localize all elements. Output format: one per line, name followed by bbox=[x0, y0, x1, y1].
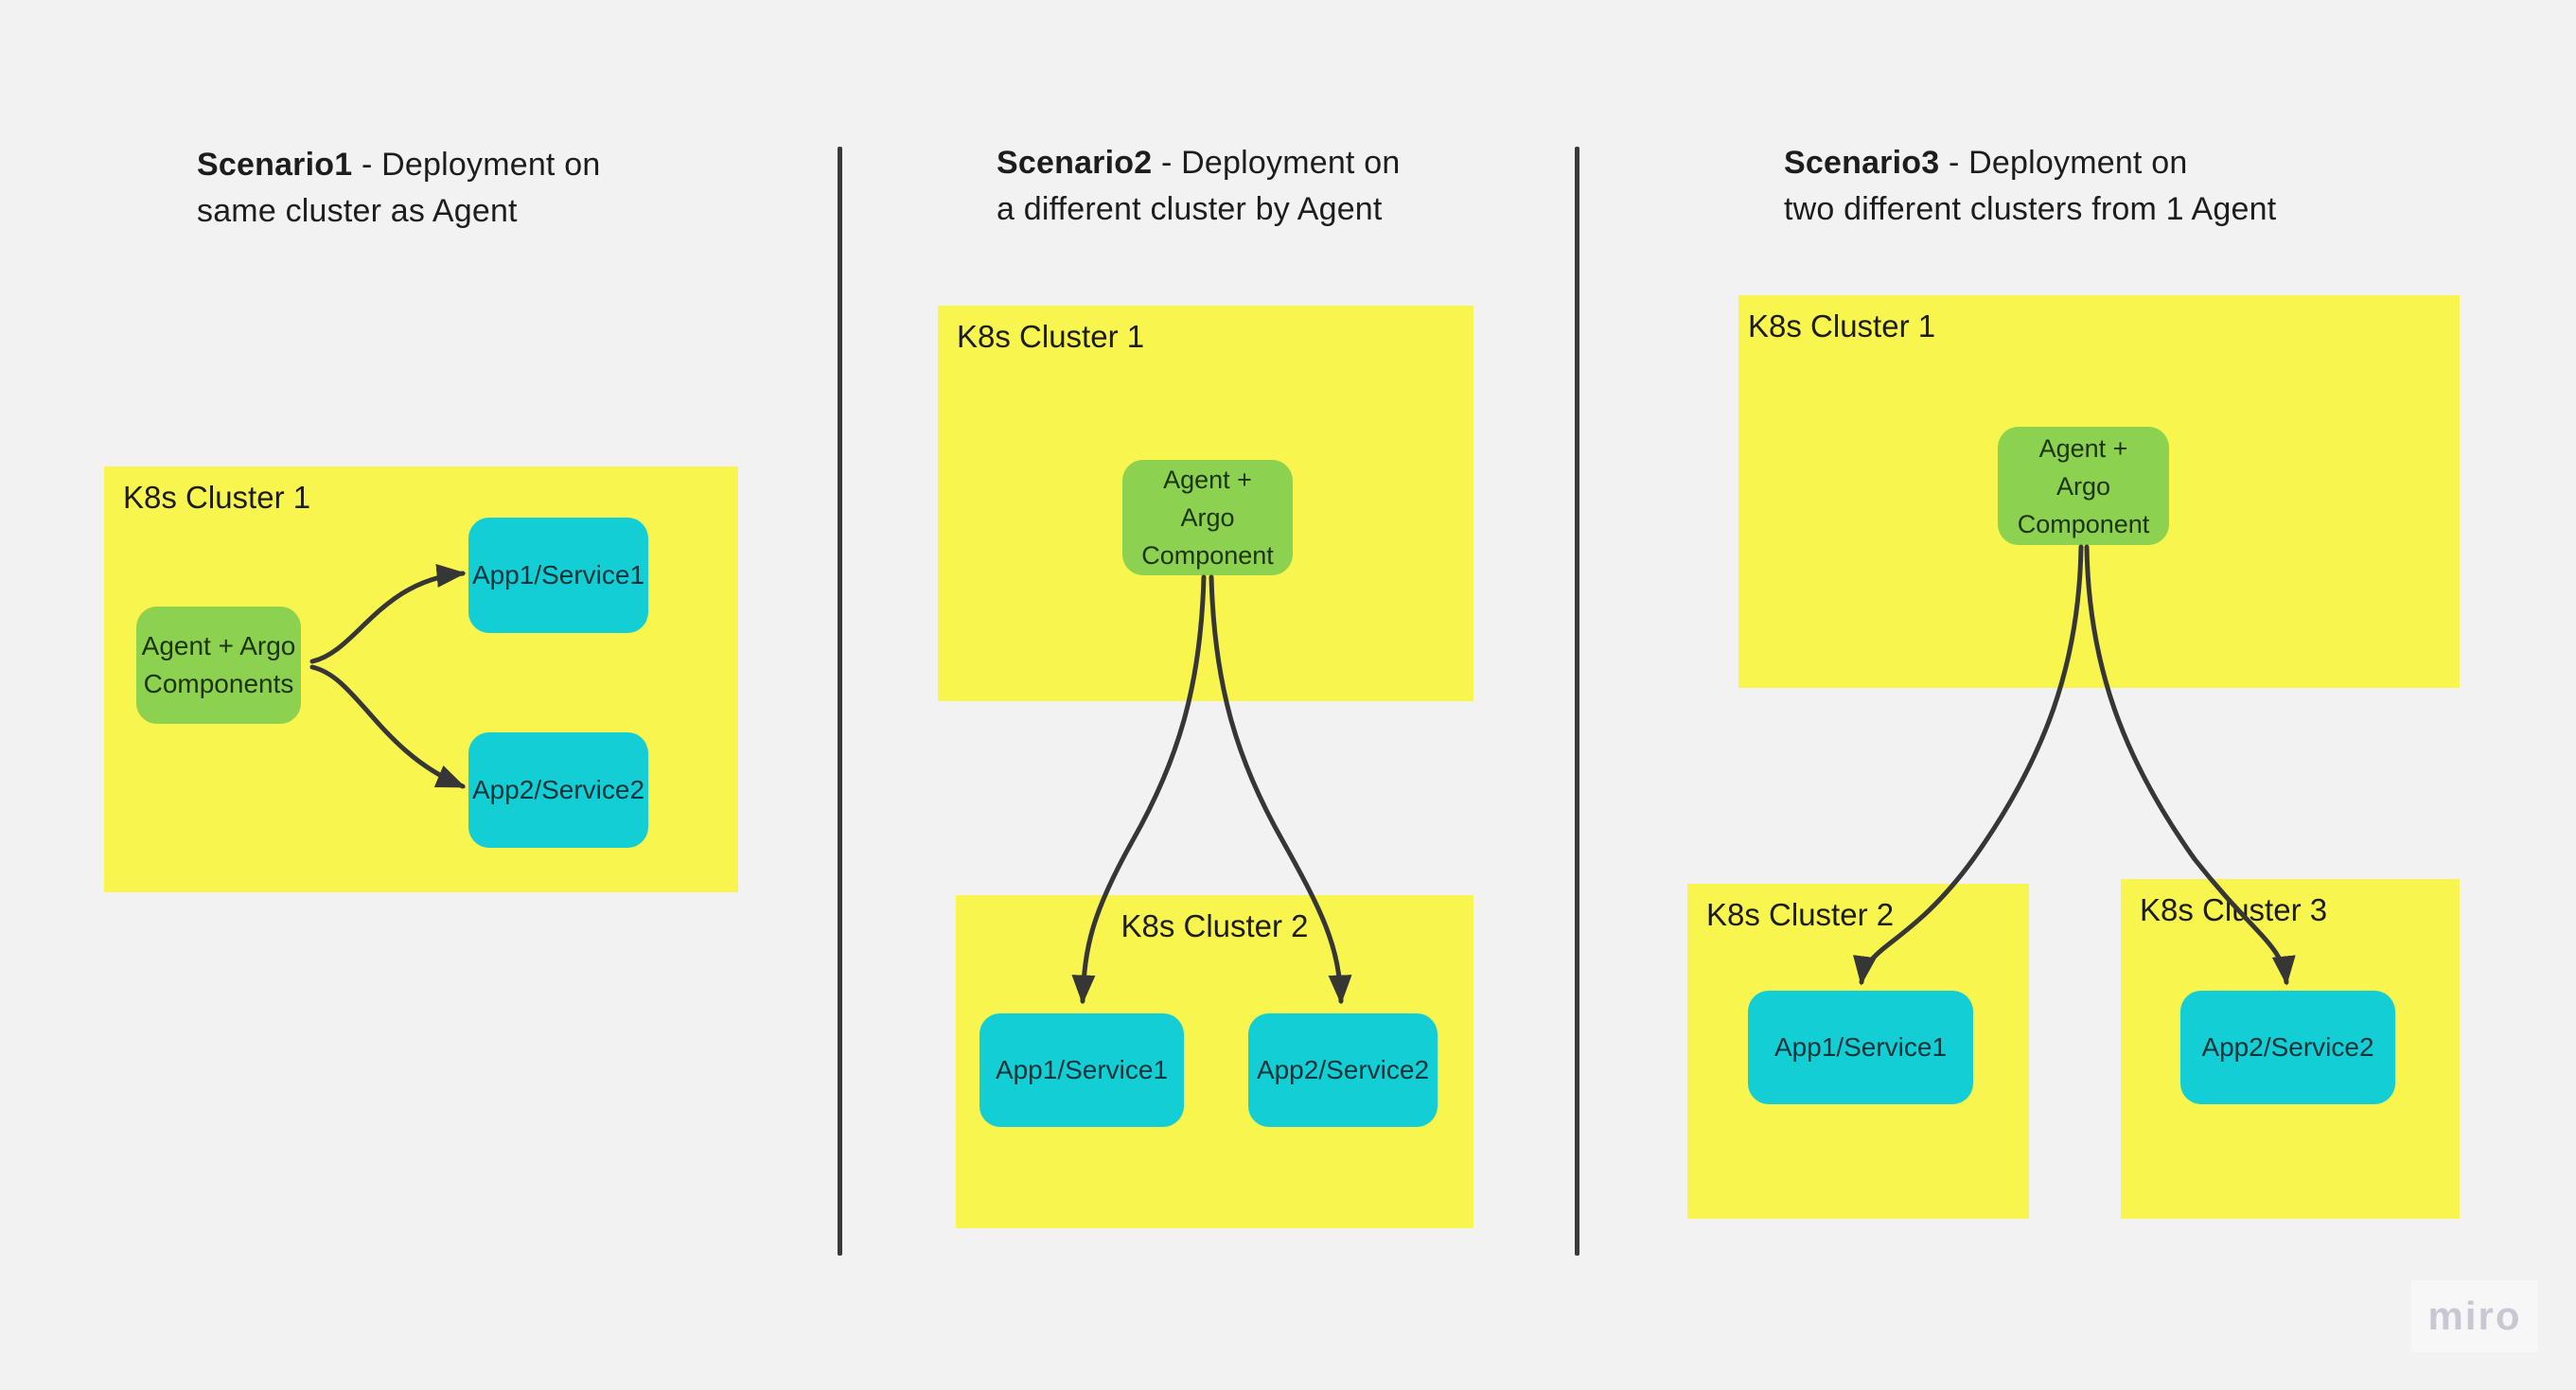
scenario2-title-bold: Scenario2 bbox=[997, 145, 1153, 181]
s3-cluster3-label: K8s Cluster 3 bbox=[2140, 892, 2328, 927]
s3-agent-node: Agent + Argo Component bbox=[1998, 427, 2169, 545]
scenario1-title-bold: Scenario1 bbox=[197, 147, 353, 183]
s2-app2-node: App2/Service2 bbox=[1248, 1013, 1438, 1127]
scenario2-title-rest: - Deployment on bbox=[1152, 145, 1401, 181]
s1-app1-node: App1/Service1 bbox=[468, 518, 648, 633]
s3-app1-node: App1/Service1 bbox=[1748, 991, 1973, 1104]
scenario3-title-line1: Scenario3 - Deployment on bbox=[1784, 140, 2276, 186]
s1-app2-node: App2/Service2 bbox=[468, 732, 648, 848]
s2-cluster2-label: K8s Cluster 2 bbox=[1120, 908, 1309, 943]
scenario3-title-rest: - Deployment on bbox=[1939, 145, 2188, 181]
scenario1-title-line1: Scenario1 - Deployment on bbox=[197, 142, 600, 188]
s1-agent-node: Agent + Argo Components bbox=[136, 607, 301, 724]
watermark-patch: miro bbox=[2411, 1280, 2538, 1352]
scenario3-title-line2: two different clusters from 1 Agent bbox=[1784, 191, 2277, 227]
scenario3-title: Scenario3 - Deployment on two different … bbox=[1784, 140, 2276, 233]
scenario-divider-2 bbox=[1575, 147, 1579, 1256]
s2-cluster1-label: K8s Cluster 1 bbox=[957, 319, 1145, 354]
s3-cluster1-label: K8s Cluster 1 bbox=[1748, 308, 1936, 343]
s2-app1-node: App1/Service1 bbox=[979, 1013, 1184, 1127]
scenario2-title: Scenario2 - Deployment on a different cl… bbox=[997, 140, 1400, 233]
s3-app2-node: App2/Service2 bbox=[2180, 991, 2395, 1104]
scenario1-title: Scenario1 - Deployment on same cluster a… bbox=[197, 142, 600, 235]
scenario2-title-line1: Scenario2 - Deployment on bbox=[997, 140, 1400, 186]
scenario1-title-rest: - Deployment on bbox=[352, 147, 601, 183]
s1-cluster1-label: K8s Cluster 1 bbox=[123, 480, 311, 515]
s3-cluster2-label: K8s Cluster 2 bbox=[1706, 897, 1895, 932]
scenario-divider-1 bbox=[838, 147, 842, 1256]
s2-agent-node: Agent + Argo Component bbox=[1122, 460, 1293, 575]
scenario3-title-bold: Scenario3 bbox=[1784, 145, 1940, 181]
scenario1-title-line2: same cluster as Agent bbox=[197, 193, 518, 229]
scenario2-title-line2: a different cluster by Agent bbox=[997, 191, 1383, 227]
miro-watermark: miro bbox=[2427, 1293, 2522, 1338]
